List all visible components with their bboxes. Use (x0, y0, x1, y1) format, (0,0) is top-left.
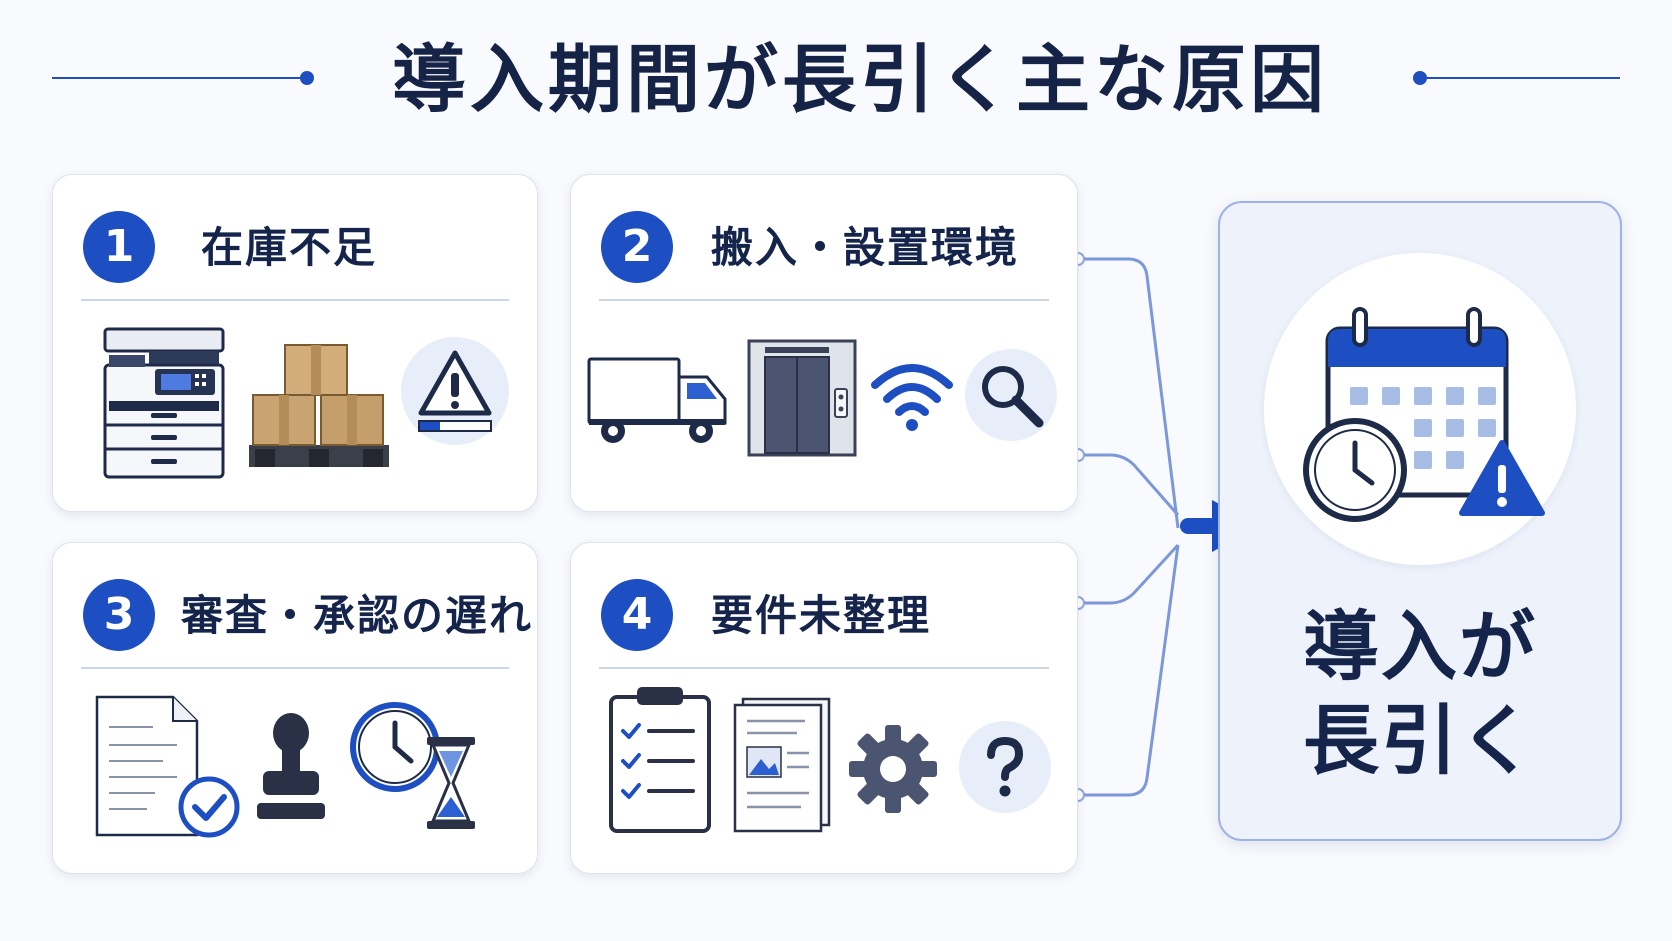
cause-number-badge: 4 (601, 579, 673, 651)
page-title: 導入期間が長引く主な原因 (392, 37, 1328, 123)
cause-card-4: 4 要件未整理 (570, 542, 1078, 874)
wifi-icon (871, 364, 953, 431)
title-row: 導入期間が長引く主な原因 (0, 28, 1672, 128)
cause-card-2: 2 搬入・設置環境 (570, 174, 1078, 512)
cause-title: 審査・承認の遅れ (181, 591, 534, 640)
title-rule-left (52, 77, 304, 79)
card-divider (599, 667, 1049, 669)
warning-icon (401, 337, 509, 445)
stamp-icon (257, 713, 325, 819)
connector-line-1 (1078, 257, 1180, 529)
title-dot-left (300, 71, 314, 85)
elevator-icon (747, 339, 857, 457)
card-divider (599, 299, 1049, 301)
result-panel: 導入が 長引く (1218, 201, 1622, 841)
cause-title: 在庫不足 (201, 223, 378, 272)
checklist-clipboard-icon (609, 687, 711, 833)
connector-line-3 (1078, 543, 1180, 605)
cause-card-1: 1 在庫不足 (52, 174, 538, 512)
title-rule-right (1424, 77, 1620, 79)
cause-number-badge: 1 (83, 211, 155, 283)
connector-line-2 (1078, 453, 1180, 516)
warning-icon (1459, 440, 1545, 516)
spec-document-icon (733, 697, 831, 833)
copier-icon (103, 327, 225, 479)
cardboard-boxes-icon (249, 344, 389, 467)
magnifier-icon (965, 349, 1057, 441)
cause-title: 要件未整理 (711, 591, 932, 640)
hourglass-icon (427, 737, 475, 829)
cause-number-badge: 2 (601, 211, 673, 283)
clock-icon (350, 702, 440, 792)
result-text-line2: 長引く (1303, 696, 1537, 785)
result-text-line1: 導入が (1303, 602, 1537, 691)
connector-line-4 (1078, 544, 1180, 797)
cause-number-badge: 3 (83, 579, 155, 651)
question-icon (959, 721, 1051, 813)
card-divider (81, 667, 509, 669)
document-check-icon (95, 695, 240, 838)
cause-title: 搬入・設置環境 (711, 223, 1020, 272)
title-dot-right (1413, 71, 1427, 85)
clock-icon (1303, 418, 1407, 522)
delivery-truck-icon (587, 357, 727, 443)
card-divider (81, 299, 509, 301)
cause-card-3: 3 審査・承認の遅れ (52, 542, 538, 874)
gear-icon (849, 725, 937, 813)
